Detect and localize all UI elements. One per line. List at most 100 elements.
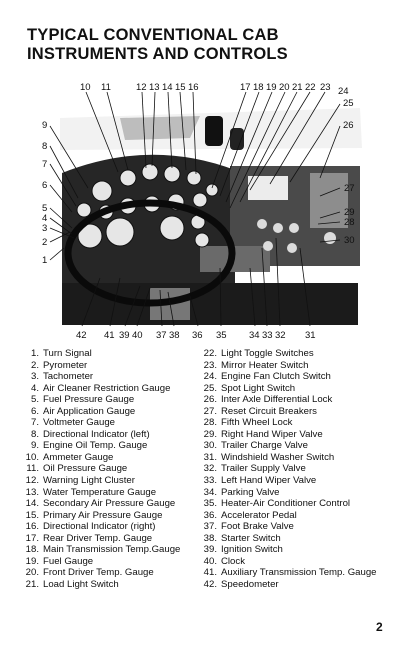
legend-item: 7.Voltmeter Gauge: [22, 417, 212, 429]
legend-item: 2.Pyrometer: [22, 360, 212, 372]
legend-label: Directional Indicator (left): [43, 428, 150, 440]
callout-29: 29: [344, 207, 355, 218]
legend-item: 8. Directional Indicator (left): [22, 429, 212, 441]
legend-number: 36.: [203, 509, 217, 521]
legend-item: 3.Tachometer: [22, 371, 212, 383]
legend-number: 17.: [25, 532, 39, 544]
page-number: 2: [376, 620, 383, 634]
legend-item: 26.Inter Axle Differential Lock: [200, 394, 410, 406]
legend-label: Inter Axle Differential Lock: [221, 394, 333, 406]
legend-label: Water Temperature Gauge: [43, 486, 157, 498]
legend-label: Mirror Heater Switch: [221, 359, 309, 371]
callout-2: 2: [42, 237, 47, 248]
callout-31: 31: [305, 330, 316, 340]
callout-4: 4: [42, 213, 47, 224]
legend-label: Oil Pressure Gauge: [43, 463, 128, 475]
legend-label: Right Hand Wiper Valve: [221, 428, 323, 440]
callout-12: 12: [136, 82, 147, 93]
legend-label: Parking Valve: [221, 486, 280, 498]
callout-15: 15: [175, 82, 186, 93]
legend-label: Turn Signal: [43, 348, 92, 359]
legend-item: 41.Auxiliary Transmission Temp. Gauge: [200, 567, 410, 579]
legend-item: 37.Foot Brake Valve: [200, 521, 410, 533]
legend-item: 11. Oil Pressure Gauge: [22, 463, 212, 475]
legend-item: 22.Light Toggle Switches: [200, 348, 410, 360]
legend-item: 10. Ammeter Gauge: [22, 452, 212, 464]
legend-number: 10.: [25, 451, 39, 463]
legend-number: 14.: [25, 498, 39, 510]
legend-label: Foot Brake Valve: [221, 521, 294, 533]
callout-18: 18: [253, 82, 264, 93]
legend-item: 28. Fifth Wheel Lock: [200, 417, 410, 429]
legend-item: 19.Fuel Gauge: [22, 556, 212, 568]
legend-label: Trailer Charge Valve: [221, 440, 308, 452]
callout-41: 41: [104, 330, 115, 340]
legend-item: 36. Accelerator Pedal: [200, 510, 410, 522]
legend-label: Left Hand Wiper Valve: [221, 475, 317, 487]
legend-item: 9. Engine Oil Temp. Gauge: [22, 440, 212, 452]
legend-label: Fifth Wheel Lock: [221, 417, 293, 429]
legend-number: 31.: [203, 451, 217, 463]
legend-label: Ammeter Gauge: [43, 451, 114, 463]
legend-item: 40.Clock: [200, 556, 410, 568]
callout-13: 13: [149, 82, 160, 93]
legend-item: 21. Load Light Switch: [22, 579, 212, 591]
legend-number: 34.: [203, 486, 217, 498]
callout-30: 30: [344, 235, 355, 246]
legend-number: 7.: [30, 417, 39, 429]
legend-item: 31. Windshield Washer Switch: [200, 452, 410, 464]
legend-label: Secondary Air Pressure Gauge: [43, 498, 176, 510]
legend-item: 17. Rear Driver Temp. Gauge: [22, 533, 212, 545]
legend-label: Main Transmission Temp.Gauge: [43, 544, 181, 556]
legend-label: Rear Driver Temp. Gauge: [43, 532, 153, 544]
legend-item: 39.Ignition Switch: [200, 544, 410, 556]
callout-33: 33: [262, 330, 273, 340]
legend-number: 28.: [203, 417, 217, 429]
legend-item: 42.Speedometer: [200, 579, 410, 591]
legend-label: Fuel Pressure Gauge: [43, 394, 135, 406]
callout-22: 22: [305, 82, 316, 93]
legend-number: 19.: [25, 555, 39, 567]
legend-label: Trailer Supply Valve: [221, 463, 306, 475]
legend-label: Load Light Switch: [43, 578, 119, 590]
legend-number: 21.: [25, 578, 39, 590]
legend-item: 14. Secondary Air Pressure Gauge: [22, 498, 212, 510]
legend-number: 32.: [203, 463, 217, 475]
legend-number: 25.: [203, 382, 217, 394]
legend-number: 8.: [30, 428, 39, 440]
legend-label: Accelerator Pedal: [221, 509, 297, 521]
legend-label: Warning Light Cluster: [43, 475, 135, 487]
legend-label: Pyrometer: [43, 359, 88, 371]
legend-label: Speedometer: [221, 578, 279, 590]
legend-number: 11.: [26, 463, 39, 475]
callout-39: 39: [119, 330, 130, 340]
legend-item: 33.Left Hand Wiper Valve: [200, 475, 410, 487]
legend-label: Primary Air Pressure Gauge: [43, 509, 163, 521]
legend-label: Engine Oil Temp. Gauge: [43, 440, 148, 452]
callout-3: 3: [42, 223, 47, 234]
legend-item: 13.Water Temperature Gauge: [22, 487, 212, 499]
legend-label: Windshield Washer Switch: [221, 451, 335, 463]
callout-36: 36: [192, 330, 203, 340]
callout-37: 37: [156, 330, 167, 340]
legend-item: 34. Parking Valve: [200, 487, 410, 499]
legend-item: 38. Starter Switch: [200, 533, 410, 545]
legend-number: 27.: [203, 405, 217, 417]
callout-38: 38: [169, 330, 180, 340]
callout-24: 24: [338, 86, 349, 97]
callout-23: 23: [320, 82, 331, 93]
legend-label: Directional Indicator (right): [43, 521, 156, 533]
legend-label: Auxiliary Transmission Temp. Gauge: [221, 567, 377, 579]
legend-label: Starter Switch: [221, 532, 281, 544]
legend-number: 9.: [30, 440, 39, 452]
callout-8: 8: [42, 141, 47, 152]
legend-item: 4.Air Cleaner Restriction Gauge: [22, 383, 212, 395]
callout-42: 42: [76, 330, 87, 340]
legend-number: 35.: [203, 498, 217, 510]
legend-label: Front Driver Temp. Gauge: [43, 567, 154, 579]
cab-dashboard-photo: 10 11 12 13 14 15 16 17 18 19 20 21 22 2…: [0, 78, 416, 340]
callout-27: 27: [344, 183, 355, 194]
callout-34: 34: [249, 330, 260, 340]
legend-number: 38.: [203, 532, 217, 544]
legend-number: 29.: [203, 428, 217, 440]
